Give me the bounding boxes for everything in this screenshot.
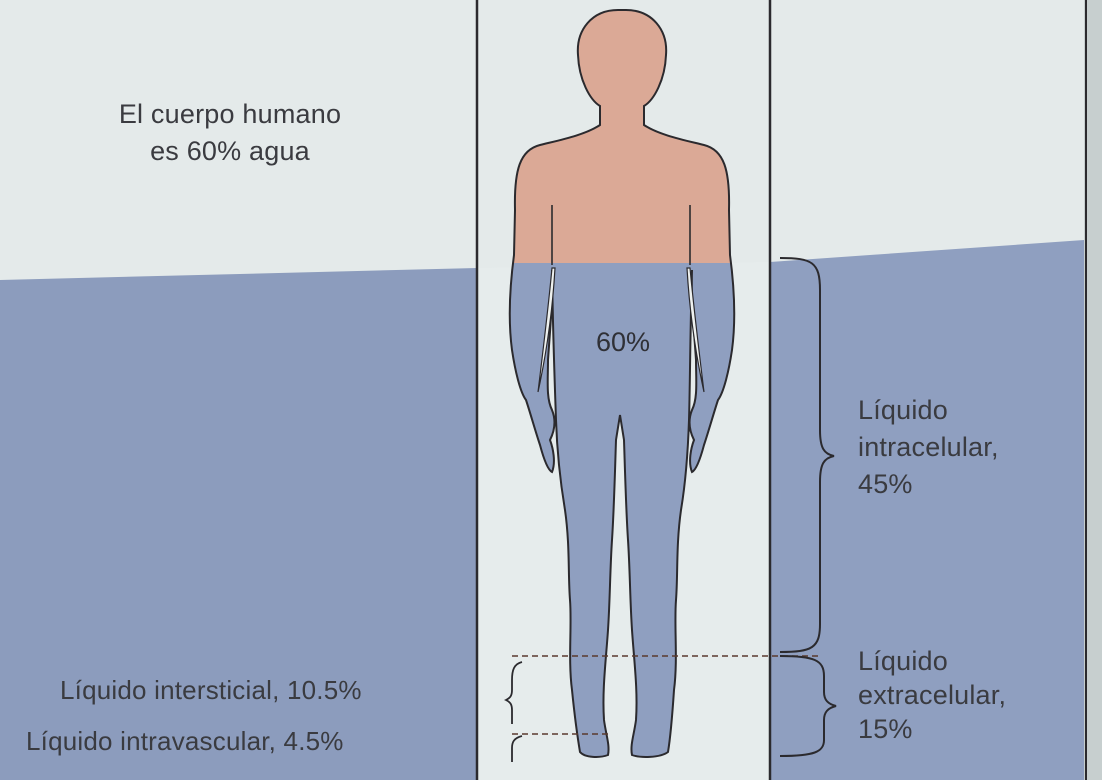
headline-line-2: es 60% agua bbox=[150, 136, 310, 166]
extracellular-brace bbox=[779, 655, 837, 757]
extracellular-label: Líquido extracelular, 15% bbox=[858, 644, 1006, 746]
headline-line-1: El cuerpo humano bbox=[118, 99, 342, 129]
intracellular-label: Líquido intracelular, 45% bbox=[858, 392, 999, 503]
water-region-right bbox=[770, 240, 1084, 780]
intracellular-line-1: Líquido bbox=[858, 395, 948, 425]
headline: El cuerpo humano es 60% agua bbox=[80, 96, 380, 170]
intracellular-line-3: 45% bbox=[858, 469, 913, 499]
water-region-left bbox=[0, 268, 477, 780]
intravascular-brace bbox=[511, 735, 523, 762]
page-edge bbox=[1084, 0, 1102, 780]
extracellular-line-1: Líquido bbox=[858, 646, 948, 676]
extracellular-line-2: extracelular, bbox=[858, 680, 1007, 710]
body-water-percent-label: 60% bbox=[595, 327, 651, 357]
extracellular-line-3: 15% bbox=[858, 714, 913, 744]
intravascular-label: Líquido intravascular, 4.5% bbox=[26, 726, 344, 756]
interstitial-brace bbox=[503, 661, 523, 724]
arm-gap-right bbox=[686, 267, 705, 393]
interstitial-label: Líquido intersticial, 10.5% bbox=[60, 675, 362, 705]
intracellular-brace bbox=[779, 257, 835, 653]
intracellular-line-2: intracelular, bbox=[858, 432, 999, 462]
arm-gap-left bbox=[537, 267, 556, 393]
